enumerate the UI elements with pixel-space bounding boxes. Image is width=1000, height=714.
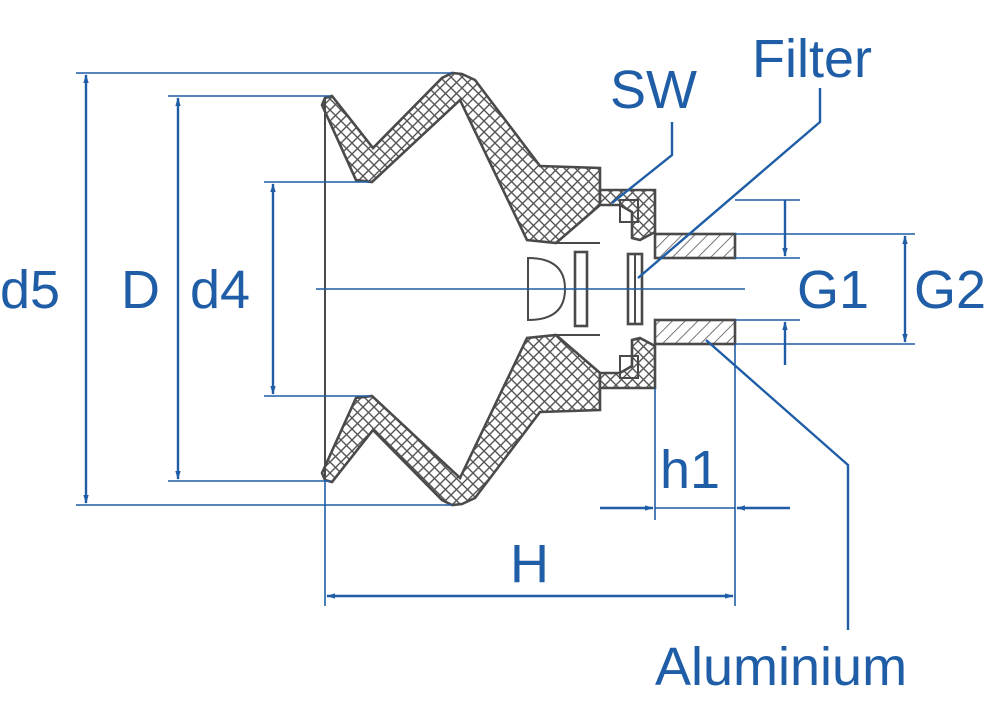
label-filter: Filter bbox=[752, 29, 872, 89]
label-sw: SW bbox=[610, 60, 697, 120]
label-aluminium: Aluminium bbox=[655, 637, 907, 697]
label-g1: G1 bbox=[797, 260, 869, 320]
extension-lines bbox=[76, 72, 915, 606]
leader-lines bbox=[611, 88, 850, 630]
label-h1: h1 bbox=[660, 440, 720, 500]
label-D: D bbox=[121, 260, 160, 320]
threaded-shank bbox=[653, 232, 737, 346]
label-g2: G2 bbox=[914, 260, 986, 320]
label-h: H bbox=[510, 534, 549, 594]
bellows-upper bbox=[320, 71, 602, 245]
label-d4: d4 bbox=[190, 260, 250, 320]
label-d5: d5 bbox=[0, 260, 60, 320]
bellows-lower bbox=[320, 333, 602, 507]
